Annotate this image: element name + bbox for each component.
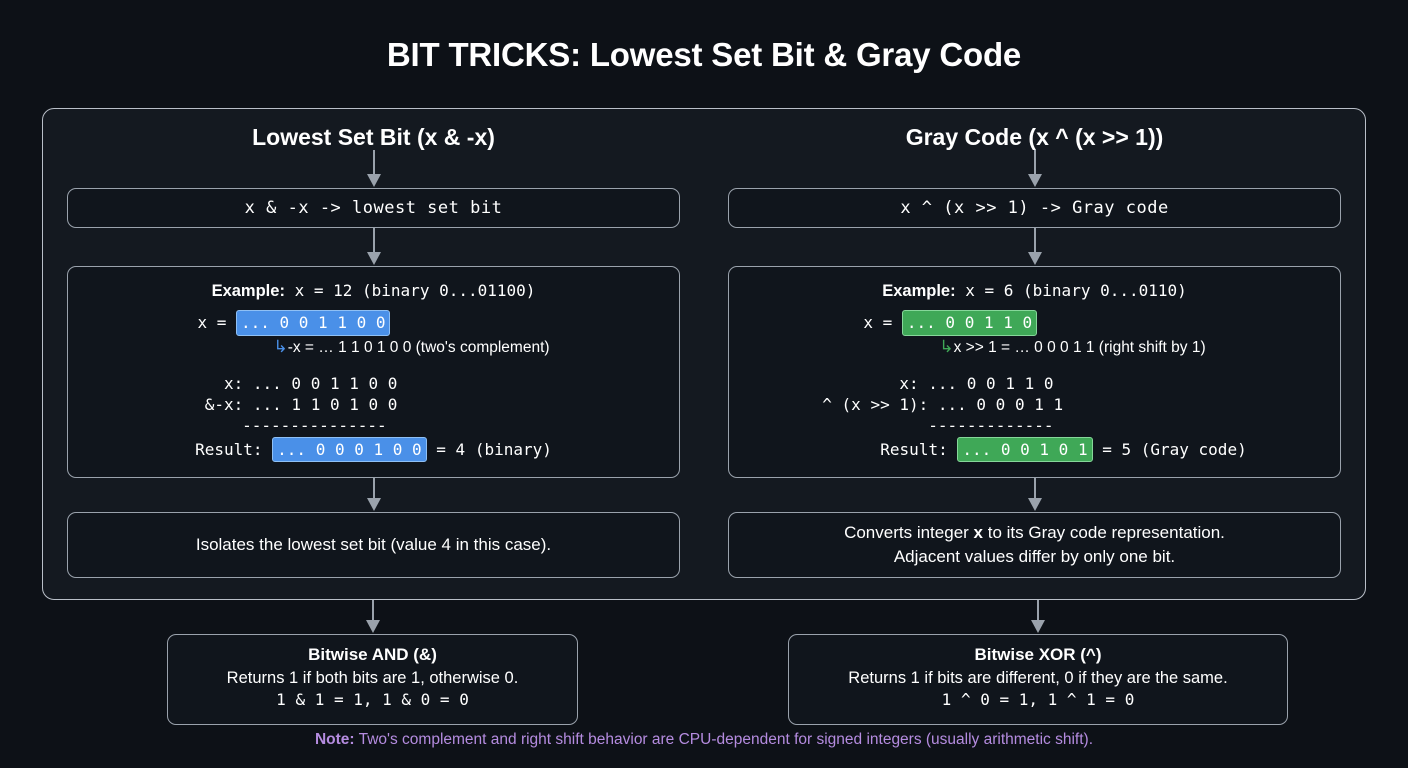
x-value-row: x = ... 0 0 1 1 0 bbox=[863, 310, 1205, 336]
legend-expression: 1 & 1 = 1, 1 & 0 = 0 bbox=[276, 690, 469, 710]
example-box-left: Example: x = 12 (binary 0...01100) x = .… bbox=[67, 266, 680, 479]
calc-row-label: x: bbox=[822, 373, 929, 393]
x-value-bits-highlight: ... 0 0 1 1 0 0 bbox=[235, 310, 391, 336]
legend-description: Returns 1 if bits are different, 0 if th… bbox=[848, 669, 1228, 687]
column-heading-right: Gray Code (x ^ (x >> 1)) bbox=[905, 124, 1164, 150]
legend-description: Returns 1 if both bits are 1, otherwise … bbox=[226, 669, 519, 687]
example-statement-text: x = 12 (binary 0...01100) bbox=[284, 281, 536, 301]
example-box-right: Example: x = 6 (binary 0...0110) x = ...… bbox=[728, 266, 1341, 479]
column-lowest-set-bit: Lowest Set Bit (x & -x) x & -x -> lowest… bbox=[43, 109, 704, 599]
arrow-head bbox=[1031, 620, 1045, 633]
derived-row-right: ↳x >> 1 = … 0 0 0 1 1 (right shift by 1) bbox=[863, 336, 1205, 359]
arrow-down-icon bbox=[366, 478, 381, 512]
description-emphasis: x bbox=[973, 522, 983, 542]
arrow-down-icon bbox=[1027, 228, 1042, 266]
x-value-row: x = ... 0 0 1 1 0 0 bbox=[197, 310, 549, 336]
description-line: Converts integer x to its Gray code repr… bbox=[844, 522, 1225, 542]
example-statement-text: x = 6 (binary 0...0110) bbox=[955, 281, 1187, 301]
arrow-down-icon bbox=[1027, 150, 1042, 188]
arrow-down-icon bbox=[1027, 478, 1042, 512]
column-heading-left: Lowest Set Bit (x & -x) bbox=[252, 124, 495, 150]
example-calc-block-left: x: ... 0 0 1 1 0 0 &-x: ... 1 1 0 1 0 0 … bbox=[195, 373, 552, 463]
derived-text: -x = … 1 1 0 1 0 0 (two's complement) bbox=[287, 338, 550, 356]
arrow-stem bbox=[1037, 600, 1039, 622]
calc-divider: ------------- bbox=[928, 416, 1054, 436]
derived-text: x >> 1 = … 0 0 0 1 1 (right shift by 1) bbox=[953, 338, 1206, 356]
x-value-prefix: x = bbox=[863, 313, 902, 333]
arrow-head bbox=[1027, 174, 1042, 188]
legend-box-bitwise-xor: Bitwise XOR (^) Returns 1 if bits are di… bbox=[788, 634, 1288, 725]
example-calc-block-right: x: ... 0 0 1 1 0 ^ (x >> 1): ... 0 0 0 1… bbox=[822, 373, 1247, 463]
description-line: Isolates the lowest set bit (value 4 in … bbox=[195, 534, 552, 554]
result-row-right: Result: ... 0 0 1 0 1 = 5 (Gray code) bbox=[822, 436, 1247, 463]
result-label: Result: bbox=[880, 439, 958, 459]
arrow-stem bbox=[371, 600, 374, 622]
calc-row: x: ... 0 0 1 1 0 bbox=[822, 373, 1246, 394]
arrow-down-icon bbox=[365, 600, 380, 634]
example-label: Example: bbox=[882, 282, 956, 301]
formula-box-left: x & -x -> lowest set bit bbox=[67, 188, 680, 229]
result-suffix: = 5 (Gray code) bbox=[1092, 439, 1247, 459]
calc-row-bits: ... 1 1 0 1 0 0 bbox=[252, 394, 398, 414]
arrow-down-icon bbox=[366, 228, 381, 266]
main-panel: Lowest Set Bit (x & -x) x & -x -> lowest… bbox=[42, 108, 1366, 600]
formula-box-right: x ^ (x >> 1) -> Gray code bbox=[728, 188, 1341, 229]
example-statement-right: Example: x = 6 (binary 0...0110) bbox=[882, 281, 1187, 301]
result-suffix: = 4 (binary) bbox=[426, 439, 552, 459]
example-label: Example: bbox=[211, 282, 285, 301]
calc-divider: --------------- bbox=[242, 416, 387, 436]
legend-title: Bitwise AND (&) bbox=[308, 645, 437, 664]
calc-row: &-x: ... 1 1 0 1 0 0 bbox=[195, 394, 552, 415]
footer-note-label: Note: bbox=[314, 731, 355, 748]
arrow-stem bbox=[1033, 228, 1036, 255]
example-value-block-left: x = ... 0 0 1 1 0 0 ↳-x = … 1 1 0 1 0 0 … bbox=[197, 310, 550, 359]
arrow-down-icon bbox=[366, 150, 381, 188]
footer-note-text: Two's complement and right shift behavio… bbox=[354, 731, 1094, 748]
arrow-head bbox=[366, 252, 381, 266]
legend-row: Bitwise AND (&) Returns 1 if both bits a… bbox=[0, 600, 1408, 730]
result-bits-highlight: ... 0 0 0 1 0 0 bbox=[272, 436, 427, 463]
description-box-left: Isolates the lowest set bit (value 4 in … bbox=[67, 512, 680, 579]
arrow-stem bbox=[372, 478, 375, 501]
x-value-prefix: x = bbox=[197, 313, 236, 333]
calc-row: x: ... 0 0 1 1 0 0 bbox=[195, 373, 552, 394]
example-statement-left: Example: x = 12 (binary 0...01100) bbox=[212, 281, 536, 301]
result-bits-highlight: ... 0 0 1 0 1 bbox=[957, 436, 1093, 463]
calc-row-label: ^ (x >> 1): bbox=[822, 394, 938, 414]
calc-row-bits: ... 0 0 1 1 0 0 bbox=[252, 373, 398, 393]
elbow-arrow-icon: ↳ bbox=[273, 336, 288, 357]
legend-title: Bitwise XOR (^) bbox=[974, 645, 1102, 664]
arrow-head bbox=[365, 620, 380, 633]
arrow-head bbox=[366, 498, 381, 512]
result-label: Result: bbox=[195, 439, 273, 459]
derived-row-left: ↳-x = … 1 1 0 1 0 0 (two's complement) bbox=[197, 336, 549, 359]
page-title: BIT TRICKS: Lowest Set Bit & Gray Code bbox=[386, 36, 1022, 73]
column-gray-code: Gray Code (x ^ (x >> 1)) x ^ (x >> 1) ->… bbox=[704, 109, 1365, 599]
x-value-bits-highlight: ... 0 0 1 1 0 bbox=[901, 310, 1038, 336]
arrow-stem bbox=[1033, 478, 1036, 501]
arrow-head bbox=[366, 174, 381, 188]
description-line: Adjacent values differ by only one bit. bbox=[893, 547, 1176, 567]
legend-box-bitwise-and: Bitwise AND (&) Returns 1 if both bits a… bbox=[167, 634, 578, 725]
arrow-head bbox=[1027, 498, 1042, 512]
arrow-head bbox=[1027, 252, 1042, 266]
calc-row: ^ (x >> 1): ... 0 0 0 1 1 bbox=[822, 394, 1246, 415]
arrow-stem bbox=[1033, 150, 1036, 177]
elbow-arrow-icon: ↳ bbox=[939, 336, 954, 357]
calc-row-label: x: bbox=[195, 373, 253, 393]
legend-wrap-and: Bitwise AND (&) Returns 1 if both bits a… bbox=[167, 600, 578, 725]
arrow-stem bbox=[372, 228, 375, 255]
legend-expression: 1 ^ 0 = 1, 1 ^ 1 = 0 bbox=[941, 690, 1135, 710]
arrow-stem bbox=[372, 150, 375, 177]
footer-note: Note: Two's complement and right shift b… bbox=[0, 731, 1408, 749]
arrow-down-icon bbox=[1031, 600, 1045, 634]
calc-row-bits: ... 0 0 0 1 1 bbox=[937, 394, 1064, 414]
legend-wrap-xor: Bitwise XOR (^) Returns 1 if bits are di… bbox=[788, 600, 1288, 725]
calc-row-label: &-x: bbox=[195, 394, 253, 414]
result-row-left: Result: ... 0 0 0 1 0 0 = 4 (binary) bbox=[195, 436, 552, 463]
description-box-right: Converts integer x to its Gray code repr… bbox=[728, 512, 1341, 579]
calc-row-bits: ... 0 0 1 1 0 bbox=[928, 373, 1054, 393]
example-value-block-right: x = ... 0 0 1 1 0 ↳x >> 1 = … 0 0 0 1 1 … bbox=[863, 310, 1206, 359]
